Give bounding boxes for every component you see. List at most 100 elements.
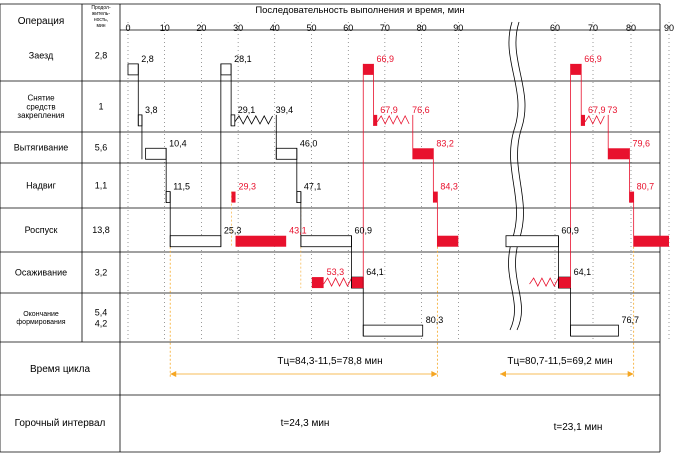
- tick-label: 80: [626, 23, 636, 33]
- op-bar: [275, 147, 298, 160]
- op-bar: [165, 191, 171, 204]
- operation-duration: 1: [98, 102, 103, 112]
- op-bar: [127, 63, 139, 76]
- time-label: 28,1: [234, 54, 252, 64]
- time-label: 39,4: [276, 105, 294, 115]
- op-bar: [230, 114, 236, 127]
- schedule-bars: [127, 63, 669, 337]
- op-bar-red: [558, 277, 571, 289]
- op-bar-red: [351, 277, 364, 289]
- operation-duration: 1,1: [95, 181, 108, 191]
- op-bar-red: [433, 191, 438, 203]
- time-label: 25,3: [224, 226, 242, 236]
- spring-mark: [584, 114, 605, 125]
- time-label: 79,6: [632, 138, 650, 148]
- operation-duration: 13,8: [92, 225, 110, 235]
- time-label: 64,1: [574, 267, 592, 277]
- op-bar-red: [363, 63, 374, 75]
- tick-label: 20: [196, 23, 206, 33]
- tick-label: 70: [380, 23, 390, 33]
- time-label: 73: [607, 105, 617, 115]
- operation-duration: 3,2: [95, 268, 108, 278]
- arrow-head: [500, 371, 506, 377]
- spring-mark: [323, 277, 352, 287]
- op-bar: [145, 147, 167, 160]
- spring-mark: [234, 115, 273, 125]
- op-bar: [137, 114, 143, 127]
- time-label: 67,9: [588, 105, 606, 115]
- operation-duration: 2,8: [95, 51, 108, 61]
- time-label: 47,1: [304, 182, 322, 192]
- operation-name: Вытягивание: [14, 143, 68, 153]
- tick-label: 70: [588, 23, 598, 33]
- op-bar: [505, 235, 559, 248]
- time-label: 10,4: [169, 138, 187, 148]
- op-bar-red: [629, 191, 634, 203]
- time-label: 80,3: [426, 315, 444, 325]
- op-bar: [300, 235, 352, 248]
- cycle-arrows: [170, 371, 634, 377]
- op-bar-red: [373, 114, 378, 126]
- time-label: 29,3: [239, 182, 257, 192]
- operation-name: Роспуск: [25, 225, 58, 235]
- op-bar-red: [437, 235, 459, 247]
- interval-label: Горочный интервал: [15, 418, 106, 429]
- op-bar-red: [231, 191, 236, 203]
- operation-name: Заезд: [29, 51, 54, 61]
- tick-label: 10: [160, 23, 170, 33]
- arrow-head: [627, 371, 634, 377]
- time-label: 64,1: [366, 267, 384, 277]
- op-bar-red: [412, 148, 434, 160]
- time-label: 80,7: [637, 182, 655, 192]
- spring-mark: [376, 114, 410, 125]
- header-duration: Продол-житель-ность,мин: [91, 5, 111, 29]
- tick-label: 0: [125, 23, 130, 33]
- time-label: 76,7: [621, 315, 639, 325]
- operation-name: Осаживание: [15, 268, 67, 278]
- tick-label: 30: [233, 23, 243, 33]
- time-label: 11,5: [173, 182, 190, 192]
- operation-duration: 5,6: [95, 143, 108, 153]
- time-label: 84,3: [440, 182, 458, 192]
- op-bar-red: [311, 277, 324, 289]
- cycle-formula-right: Тц=80,7-11,5=69,2 мин: [507, 356, 612, 367]
- table-frame: [0, 3, 661, 453]
- time-label: 43,1: [289, 226, 307, 236]
- time-label: 60,9: [355, 226, 373, 236]
- spring-mark: [529, 277, 559, 287]
- axis-break-line: [508, 21, 526, 331]
- header-timeline-title: Последовательность выполнения и время, м…: [255, 5, 464, 16]
- tick-label: 40: [270, 23, 280, 33]
- op-bar-red: [235, 235, 287, 247]
- tick-label: 80: [417, 23, 427, 33]
- interval-left: t=24,3 мин: [281, 418, 330, 429]
- op-bar: [296, 191, 302, 204]
- time-grid: [127, 22, 670, 342]
- time-label: 83,2: [436, 138, 454, 148]
- cycle-label: Время цикла: [30, 364, 90, 375]
- time-label: 53,3: [327, 267, 345, 277]
- time-label: 29,1: [238, 105, 256, 115]
- row-dividers: [0, 29, 660, 294]
- header-operation: Операция: [18, 16, 65, 27]
- op-bar: [220, 63, 232, 76]
- time-label: 66,9: [584, 54, 602, 64]
- interval-right: t=23,1 мин: [554, 422, 603, 433]
- time-label: 76,6: [412, 105, 430, 115]
- tick-label: 50: [306, 23, 316, 33]
- time-label: 60,9: [561, 226, 579, 236]
- arrow-head: [431, 371, 438, 377]
- time-label: 66,9: [377, 54, 395, 64]
- tick-label: 60: [343, 23, 353, 33]
- arrow-head: [170, 371, 177, 377]
- op-bar: [570, 324, 619, 337]
- time-label: 67,9: [380, 105, 398, 115]
